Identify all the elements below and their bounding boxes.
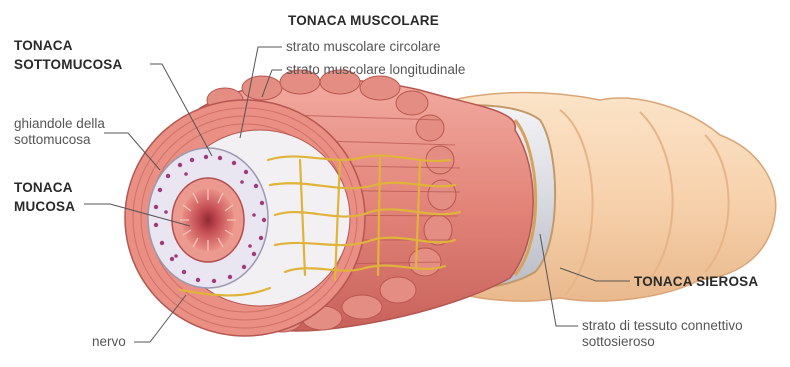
label-tonaca-mucosa-line2: MUCOSA (14, 199, 75, 214)
label-tonaca-muscolare: TONACA MUSCOLARE (288, 13, 439, 28)
label-ghiandole-line2: sottomucosa (14, 132, 91, 147)
label-tonaca-sottomucosa-line2: SOTTOMUCOSA (14, 57, 122, 72)
label-connettivo-line1: strato di tessuto connettivo (582, 318, 743, 333)
label-tonaca-mucosa-line1: TONACA (14, 180, 73, 195)
label-nervo: nervo (92, 334, 126, 349)
label-tonaca-sierosa: TONACA SIEROSA (634, 274, 758, 289)
label-tonaca-sottomucosa-line1: TONACA (14, 38, 73, 53)
label-strato-longitudinale: strato muscolare longitudinale (286, 62, 465, 77)
mucosa-layer (172, 178, 244, 262)
label-connettivo-line2: sottosieroso (582, 334, 655, 349)
label-strato-circolare: strato muscolare circolare (286, 39, 441, 54)
label-ghiandole-line1: ghiandole della (14, 116, 105, 131)
